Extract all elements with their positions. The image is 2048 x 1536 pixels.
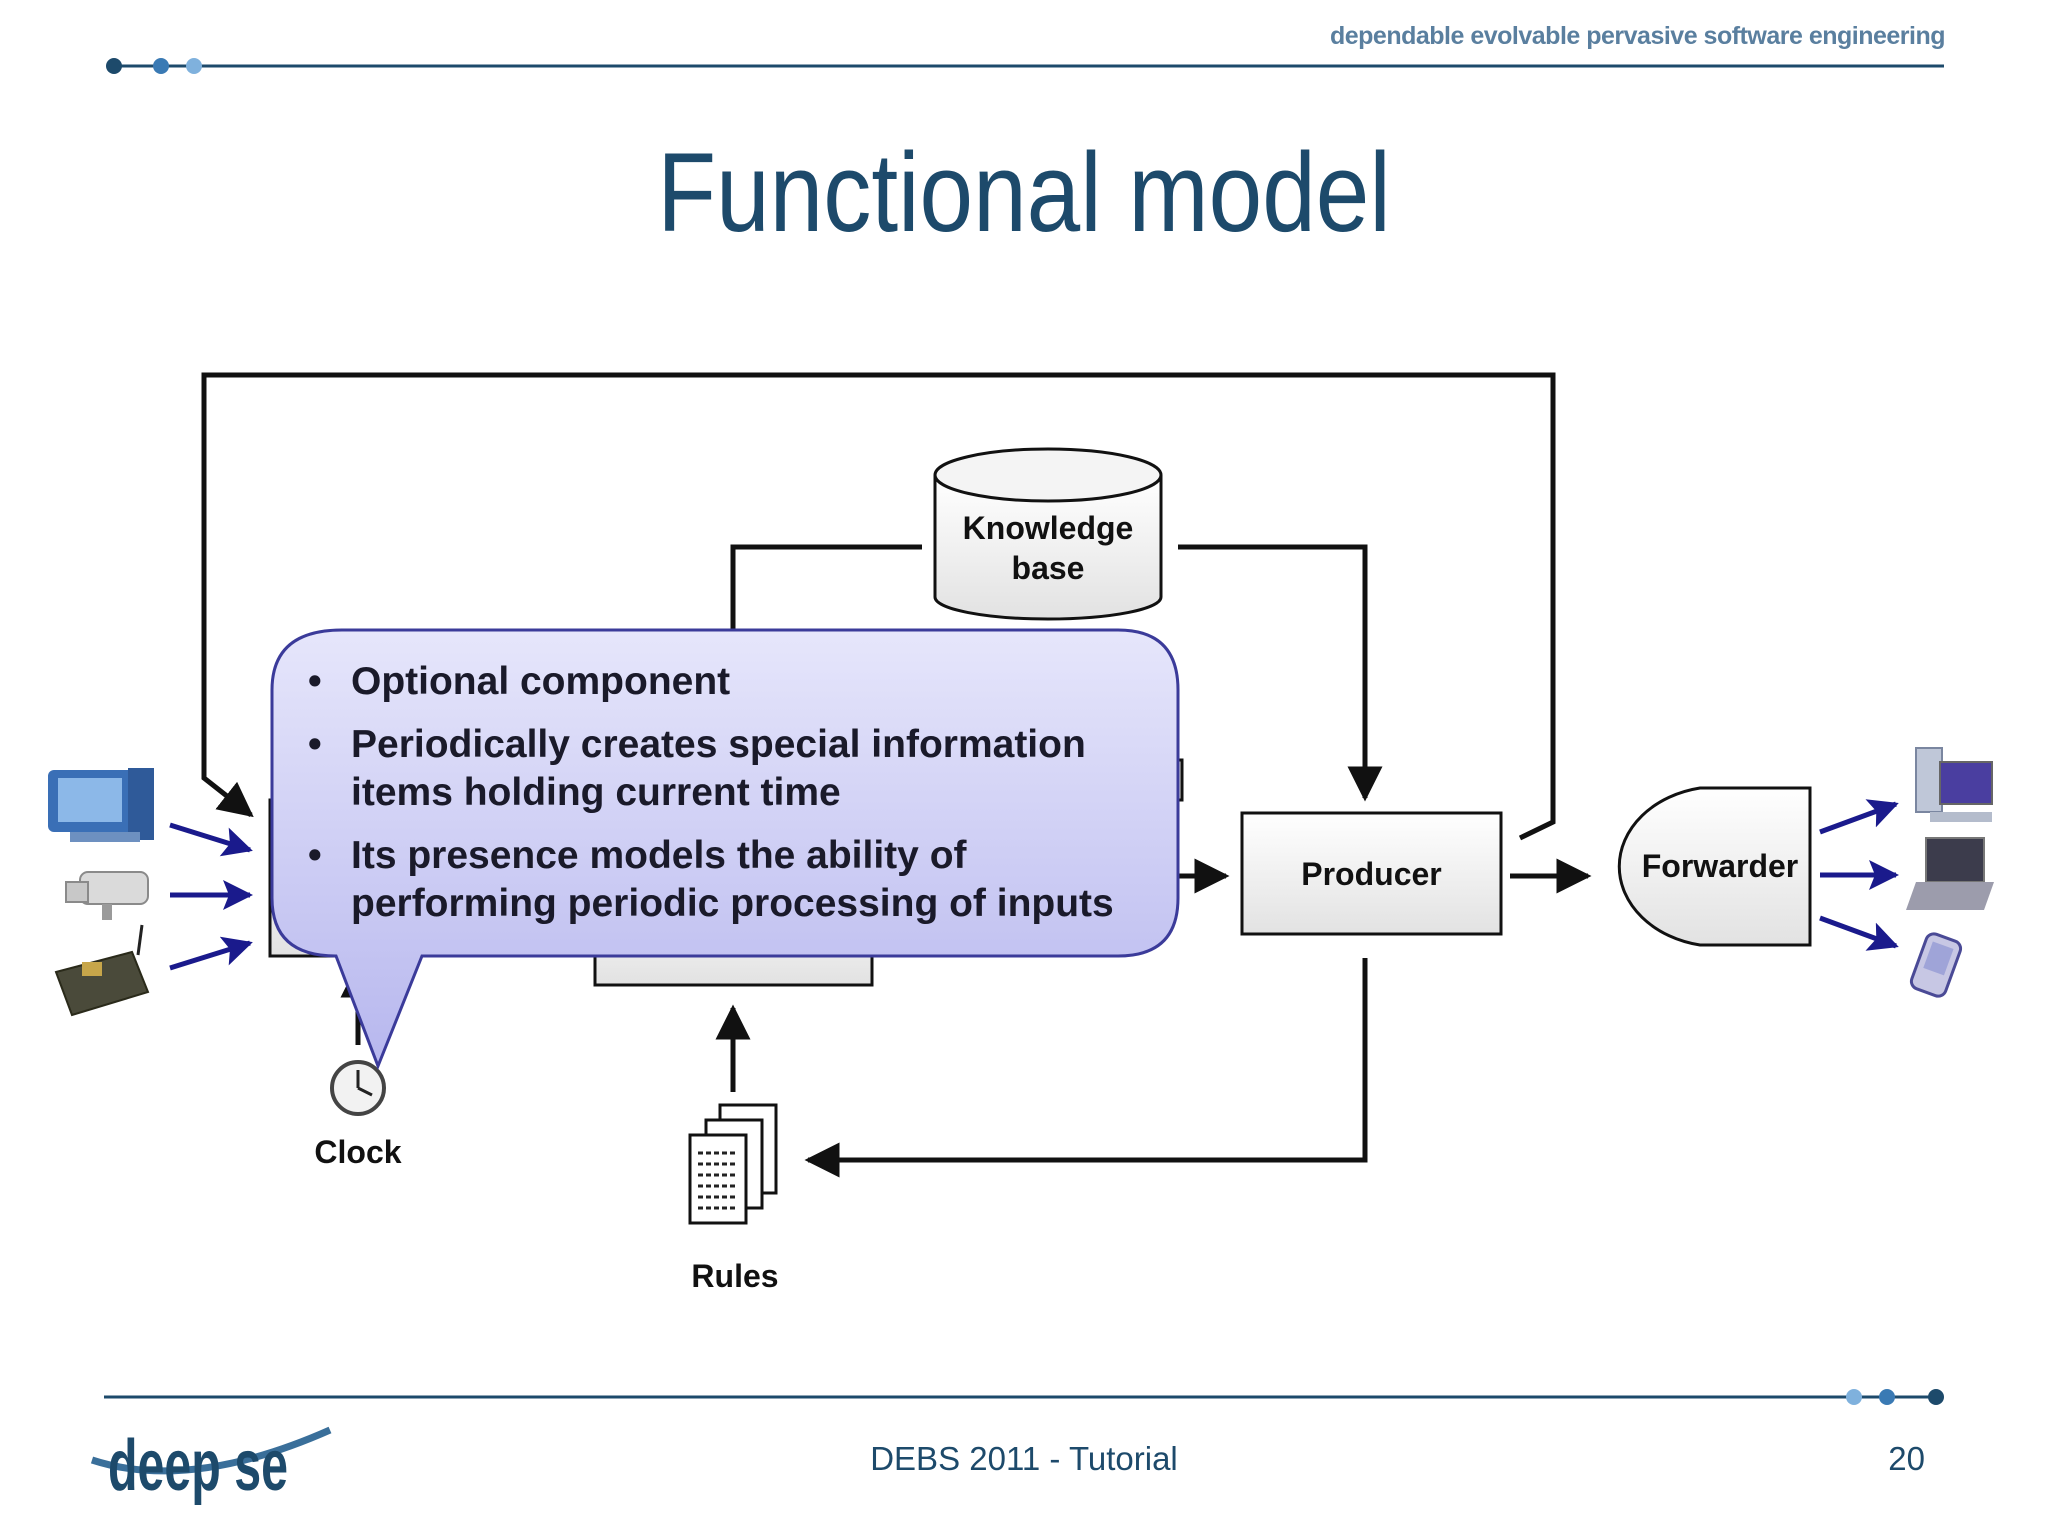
- forwarder-label: Forwarder: [1641, 848, 1799, 884]
- logo-swoosh: [90, 1426, 332, 1475]
- producer-to-rules-arrow: [804, 958, 1368, 1178]
- callout-item: • Periodically creates special informatio…: [272, 721, 1172, 817]
- input-arrow-3: [169, 936, 253, 971]
- knowledge-base-cylinder: [933, 447, 1163, 621]
- footer-decoration: deep se: [90, 1389, 1944, 1506]
- bullet-icon: •: [308, 723, 322, 766]
- deep-se-logo: deep se: [108, 1426, 288, 1506]
- page-number: 20: [1888, 1440, 1925, 1477]
- rules-label: Rules: [691, 1258, 779, 1294]
- producer-label: Producer: [1301, 856, 1442, 892]
- callout-item-text: Optional component: [351, 660, 731, 703]
- bullet-icon: •: [308, 834, 322, 877]
- kb-to-producer-arrow: [1178, 544, 1383, 802]
- callout-item-text: Its presence models the ability of perfo…: [351, 834, 1114, 925]
- callout-content: • Optional component • Periodically create…: [272, 658, 1172, 943]
- desktop-computer-icon: [48, 768, 154, 842]
- knowledge-base-label: Knowledge base: [962, 510, 1134, 586]
- header-dot-mid: [153, 58, 169, 74]
- footer-dot-mid: [1879, 1389, 1895, 1405]
- callout-item: • Its presence models the ability of perf…: [272, 832, 1172, 928]
- callout-bubble: [270, 628, 1180, 1071]
- header-rule: [106, 58, 1944, 74]
- desktop-computer-output-icon: [1915, 747, 1993, 822]
- callout-list: • Optional component • Periodically create…: [272, 658, 1172, 928]
- laptop-icon: [1906, 837, 1994, 910]
- callout-item: • Optional component: [272, 658, 1172, 706]
- clock-icon: [330, 1060, 386, 1116]
- callout-item-text: Periodically creates special information…: [351, 723, 1086, 814]
- header-dot-light: [186, 58, 202, 74]
- input-arrow-1: [169, 822, 253, 857]
- footer-dot-light: [1846, 1389, 1862, 1405]
- footer-dot-dark: [1928, 1389, 1944, 1405]
- footer-event: DEBS 2011 - Tutorial: [870, 1440, 1178, 1477]
- producer-box: [1240, 811, 1503, 936]
- functional-model-diagram: [48, 372, 1994, 1225]
- header-tagline: dependable evolvable pervasive software …: [1329, 22, 1946, 50]
- feedback-loop-arrow: [201, 372, 1556, 841]
- pda-icon: [1909, 932, 1963, 998]
- page-title: Functional model: [657, 130, 1391, 255]
- security-camera-icon: [65, 871, 149, 920]
- clock-label: Clock: [314, 1134, 402, 1170]
- output-arrow-3: [1819, 915, 1899, 951]
- header-dot-dark: [106, 58, 122, 74]
- forwarder-shape: [1617, 786, 1812, 947]
- rules-documents-icon: [688, 1103, 778, 1225]
- bullet-icon: •: [308, 660, 322, 703]
- output-arrow-1: [1819, 799, 1899, 835]
- sensor-board-icon: [54, 924, 150, 1017]
- kb-to-decider-line: [730, 544, 922, 630]
